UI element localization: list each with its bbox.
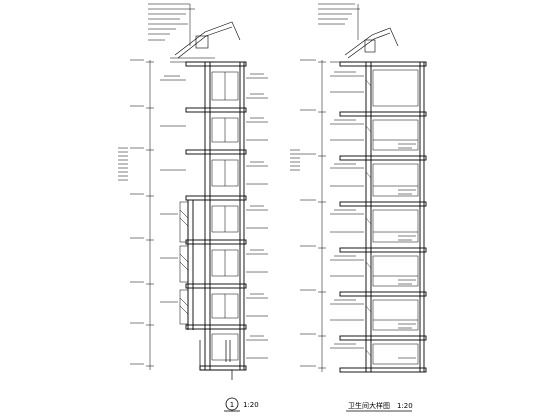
left-base bbox=[199, 340, 233, 380]
left-floor-slabs bbox=[185, 61, 247, 371]
right-annotations bbox=[330, 71, 416, 359]
right-walls bbox=[365, 62, 425, 372]
left-windows bbox=[211, 71, 239, 361]
right-wall-hatch bbox=[365, 79, 372, 357]
right-top-notes bbox=[318, 3, 360, 40]
left-caption bbox=[224, 397, 240, 412]
left-walls bbox=[187, 62, 245, 370]
left-caption-marker bbox=[225, 397, 239, 411]
left-caption-scale: 1:20 bbox=[243, 401, 259, 409]
right-caption-title: 卫生间大样图 bbox=[348, 401, 390, 410]
right-level-notes bbox=[290, 149, 300, 171]
right-floor-slabs bbox=[339, 61, 427, 373]
left-roof bbox=[170, 21, 241, 63]
left-bays bbox=[179, 201, 189, 325]
left-caption-number: 1 bbox=[230, 401, 234, 409]
right-caption-scale: 1:20 bbox=[397, 402, 413, 410]
left-level-notes bbox=[118, 147, 128, 181]
right-rooms bbox=[372, 69, 419, 365]
left-sheet bbox=[118, 3, 268, 412]
right-sheet bbox=[290, 3, 427, 412]
right-dim-chain bbox=[300, 59, 326, 372]
left-annotations bbox=[160, 73, 268, 359]
right-roof bbox=[330, 27, 400, 63]
left-dim-chain bbox=[130, 59, 154, 370]
left-top-notes bbox=[148, 3, 195, 46]
